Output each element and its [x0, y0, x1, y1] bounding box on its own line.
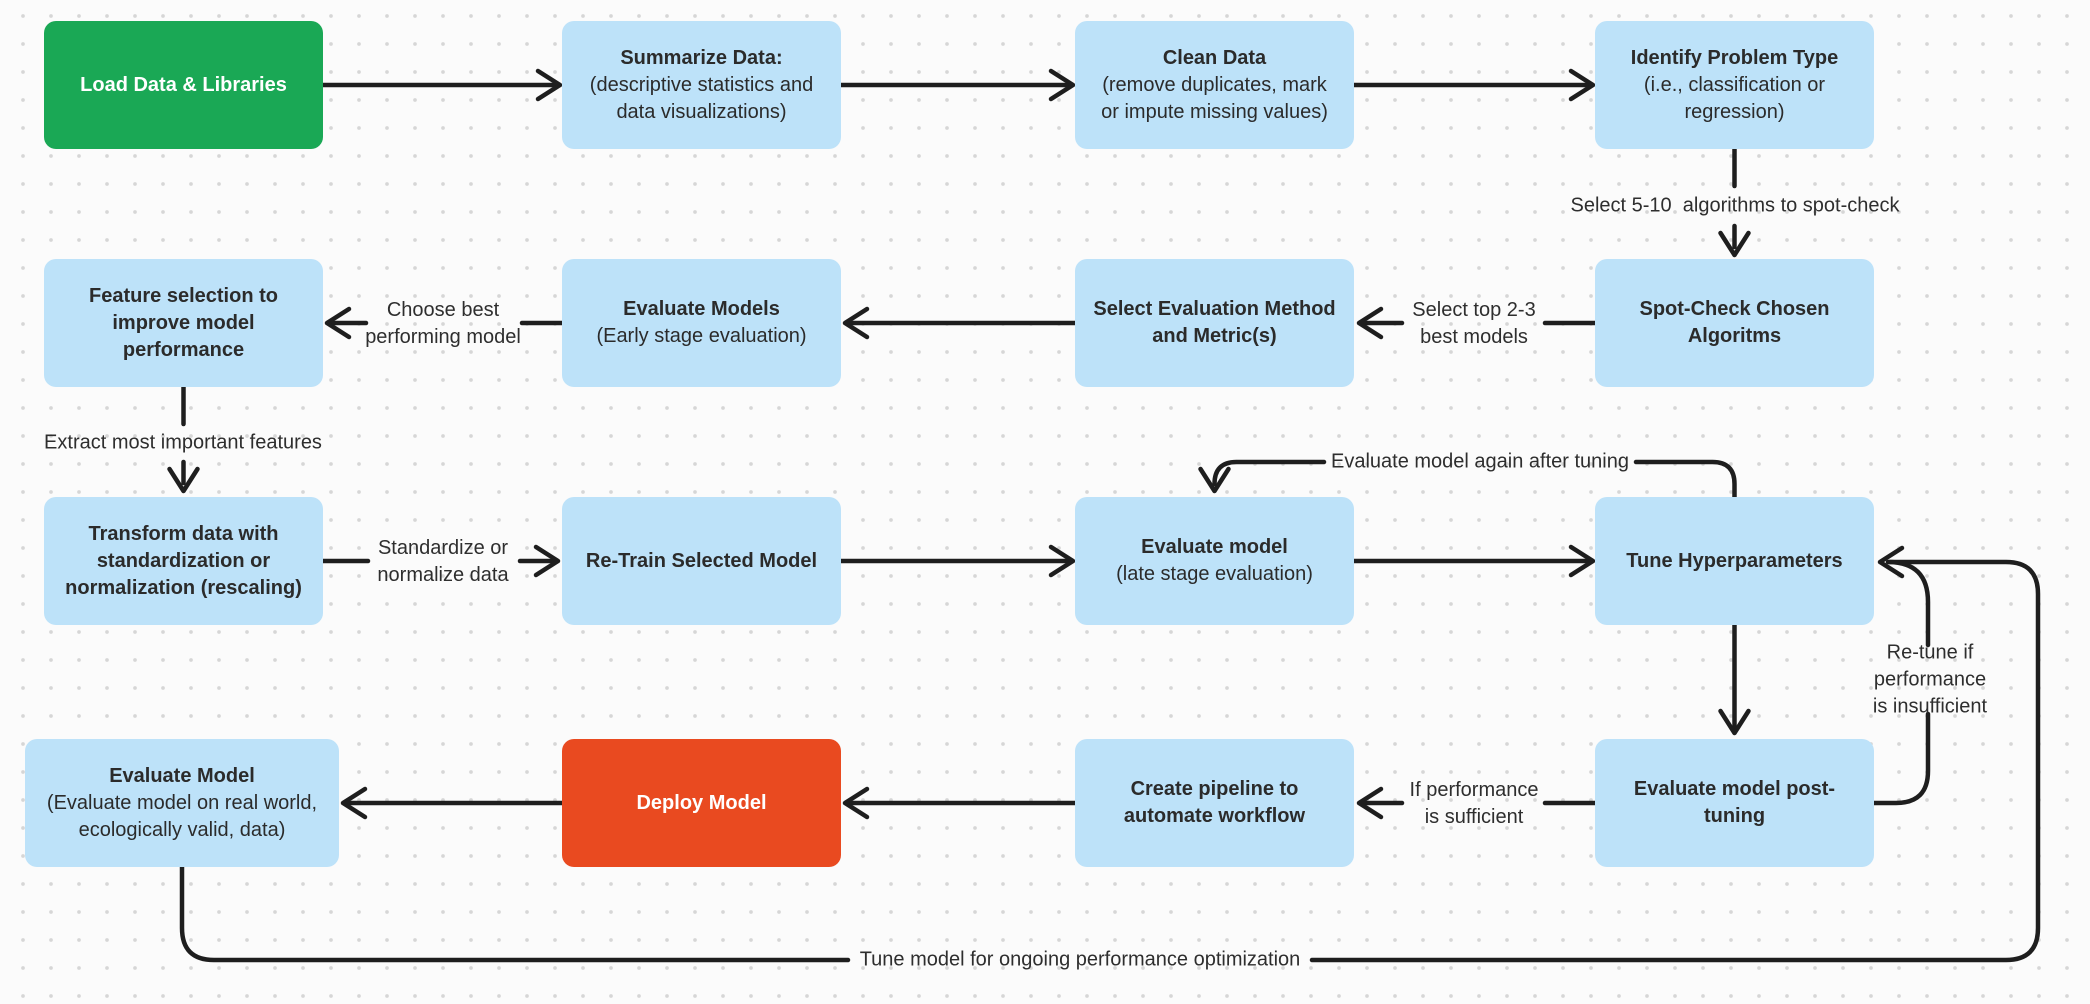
- edge-label-select-top-models: Select top 2-3 best models: [1412, 299, 1536, 348]
- node-text: Evaluate Model (Evaluate model on real w…: [46, 764, 318, 841]
- loop-tune-to-evaluatelate-right: [1633, 459, 1737, 500]
- arrowhead-deploy-to-evaluatereal: [340, 786, 368, 820]
- node-identify-problem-type: Identify Problem Type (i.e., classificat…: [1595, 21, 1874, 149]
- node-retrain-selected-model: Re-Train Selected Model: [562, 497, 841, 625]
- node-clean-data: Clean Data (remove duplicates, mark or i…: [1075, 21, 1354, 149]
- node-select-evaluation-method: Select Evaluation Method and Metric(s): [1075, 259, 1354, 387]
- arrowhead-load-to-summarize: [535, 68, 563, 102]
- node-feature-selection: Feature selection to improve model perfo…: [44, 259, 323, 387]
- node-text: Evaluate model (late stage evaluation): [1116, 536, 1313, 585]
- arrowhead-posttuning-to-pipeline: [1356, 786, 1384, 820]
- edge-label-select-algorithms: Select 5-10 algorithms to spot-check: [1570, 194, 1900, 217]
- arrowhead-tune-to-evaluatelate: [1198, 466, 1231, 494]
- arrowhead-featuresel-to-transform: [167, 466, 200, 494]
- arrowhead-identify-to-spotcheck: [1718, 230, 1751, 258]
- arrowhead-transform-to-retrain: [533, 544, 561, 578]
- node-text: Create pipeline to automate workflow: [1123, 778, 1306, 827]
- loop-retune-upper: [1885, 559, 1931, 648]
- node-text: Identify Problem Type (i.e., classificat…: [1630, 46, 1839, 123]
- edge-label-ongoing-optimization: Tune model for ongoing performance optim…: [859, 948, 1301, 971]
- node-text: Transform data with standardization or n…: [65, 522, 302, 599]
- arrowhead-retrain-to-evaluatelate: [1048, 544, 1076, 578]
- node-text: Select Evaluation Method and Metric(s): [1093, 298, 1336, 347]
- node-text: Feature selection to improve model perfo…: [89, 284, 278, 361]
- node-evaluate-model-post-tuning: Evaluate model post- tuning: [1595, 739, 1874, 867]
- node-text: Summarize Data: (descriptive statistics …: [589, 46, 814, 123]
- node-text: Evaluate model post- tuning: [1633, 778, 1836, 827]
- arrowhead-loops-into-tune: [1877, 545, 1905, 579]
- loop-tune-to-evaluatelate-left: [1212, 459, 1327, 487]
- arrowhead-evaluatelate-to-tune: [1568, 544, 1596, 578]
- node-evaluate-model-real-world: Evaluate Model (Evaluate model on real w…: [25, 739, 339, 867]
- node-summarize-data: Summarize Data: (descriptive statistics …: [562, 21, 841, 149]
- node-text: Deploy Model: [636, 791, 767, 814]
- node-text: Load Data & Libraries: [80, 73, 287, 96]
- arrowhead-evalmodels-to-featuresel: [324, 306, 352, 340]
- edge-label-choose-best-model: Choose best performing model: [365, 299, 521, 348]
- edge-label-standardize-data: Standardize or normalize data: [377, 537, 509, 586]
- node-deploy-model: Deploy Model: [562, 739, 841, 867]
- arrowhead-clean-to-identify: [1568, 68, 1596, 102]
- node-evaluate-models-early: Evaluate Models (Early stage evaluation): [562, 259, 841, 387]
- arrowhead-tune-to-posttuning: [1718, 708, 1751, 736]
- edge-label-evaluate-after-tuning: Evaluate model again after tuning: [1331, 450, 1629, 473]
- node-text: Tune Hyperparameters: [1626, 549, 1843, 572]
- loop-retune-lower: [1871, 711, 1931, 806]
- node-text: Re-Train Selected Model: [585, 549, 818, 572]
- node-transform-data: Transform data with standardization or n…: [44, 497, 323, 625]
- arrowhead-selecteval-to-evalmodels: [842, 306, 870, 340]
- edge-label-retune-if-insufficient: Re-tune if performance is insufficient: [1872, 641, 1988, 718]
- node-text: Clean Data (remove duplicates, mark or i…: [1101, 46, 1328, 123]
- node-spot-check-algorithms: Spot-Check Chosen Algoritms: [1595, 259, 1874, 387]
- node-load-data-libraries: Load Data & Libraries: [44, 21, 323, 149]
- arrowhead-spotcheck-to-selecteval: [1356, 306, 1384, 340]
- node-evaluate-model-late: Evaluate model (late stage evaluation): [1075, 497, 1354, 625]
- node-text: Spot-Check Chosen Algoritms: [1639, 298, 1830, 347]
- edge-label-if-performance-sufficient: If performance is sufficient: [1409, 779, 1539, 828]
- loop-ongoing-left: [179, 864, 851, 963]
- edge-label-extract-features: Extract most important features: [44, 431, 322, 454]
- arrowhead-summarize-to-clean: [1048, 68, 1076, 102]
- node-create-pipeline: Create pipeline to automate workflow: [1075, 739, 1354, 867]
- node-tune-hyperparameters: Tune Hyperparameters: [1595, 497, 1874, 625]
- arrowhead-pipeline-to-deploy: [842, 786, 870, 820]
- node-text: Evaluate Models (Early stage evaluation): [596, 298, 807, 347]
